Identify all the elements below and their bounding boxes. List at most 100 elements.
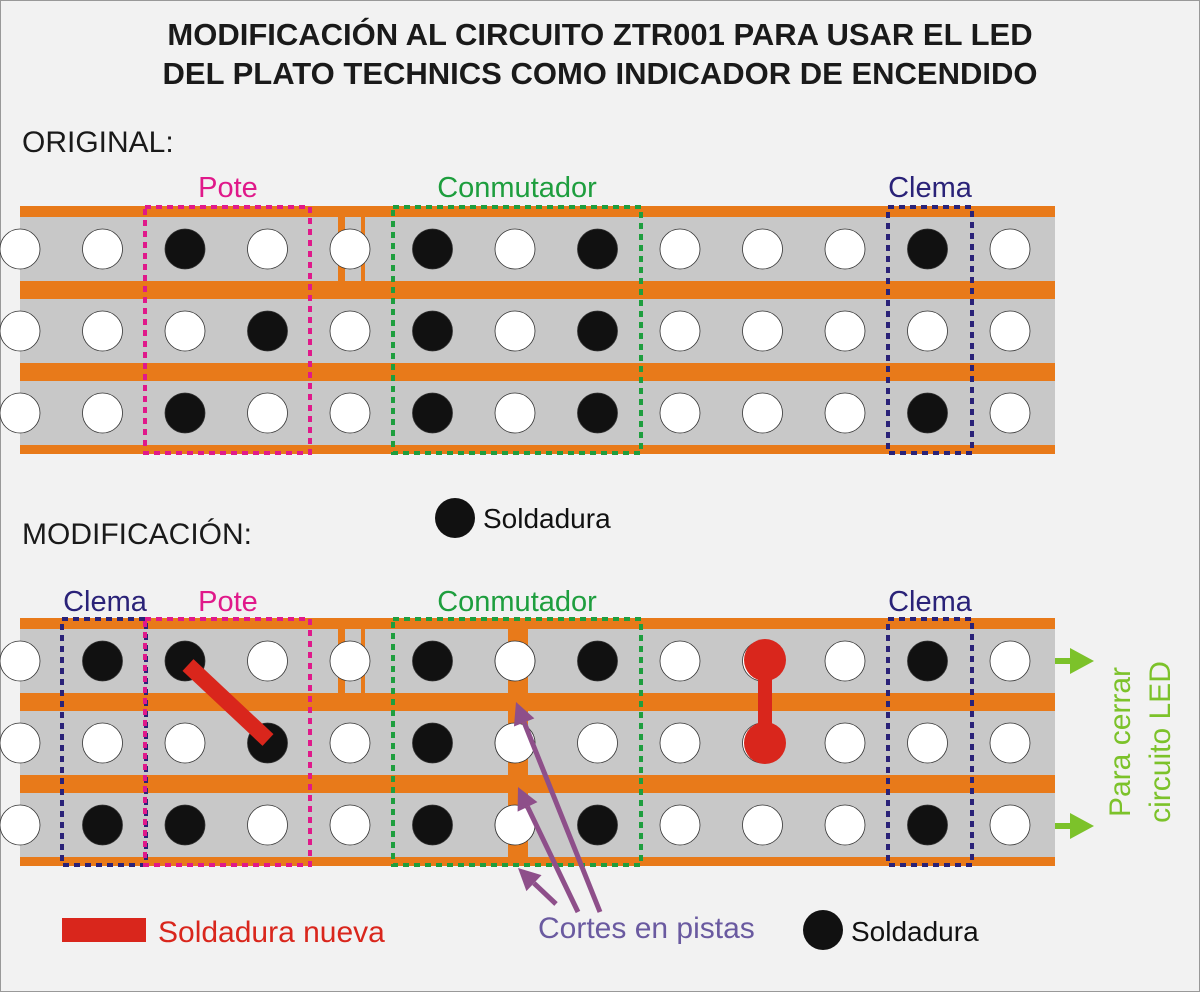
- hole: [824, 640, 866, 682]
- clema-right-label: Clema: [888, 586, 973, 618]
- hole: [824, 804, 866, 846]
- pote-box: [143, 205, 312, 455]
- arrow-top-head: [1070, 648, 1094, 674]
- hole: [82, 392, 123, 434]
- hole: [82, 310, 123, 352]
- solder-dot: [412, 722, 453, 764]
- modificacion-heading: MODIFICACIÓN:: [22, 518, 252, 551]
- hole: [329, 640, 371, 682]
- conmutador-label-mod: Conmutador: [437, 586, 597, 618]
- hole: [0, 722, 41, 764]
- side-note-line2: circuito LED: [1144, 661, 1177, 823]
- legend-cortes-label: Cortes en pistas: [538, 912, 755, 945]
- hole: [742, 310, 783, 352]
- hole: [329, 310, 371, 352]
- solder-dot: [907, 228, 948, 270]
- hole: [659, 392, 701, 434]
- clema-left-label: Clema: [63, 586, 148, 618]
- original-heading: ORIGINAL:: [22, 126, 174, 159]
- new-solder-diagonal: [182, 659, 274, 746]
- hole: [824, 722, 866, 764]
- cut-arrow-3: [532, 881, 558, 906]
- hole: [494, 228, 536, 270]
- solder-dot: [82, 640, 123, 682]
- solder-dot: [164, 392, 206, 434]
- hole: [824, 310, 866, 352]
- hole: [82, 722, 123, 764]
- pote-box-mod: [143, 617, 312, 867]
- hole: [329, 722, 371, 764]
- arrow-bottom-head: [1070, 813, 1094, 839]
- solder-dot: [412, 310, 453, 352]
- cut-arrow-1-head: [513, 702, 535, 727]
- title-line-2: DEL PLATO TECHNICS COMO INDICADOR DE ENC…: [162, 56, 1038, 91]
- legend-solder-dot-2: [803, 910, 843, 950]
- hole: [494, 392, 536, 434]
- hole: [742, 228, 783, 270]
- solder-dot: [907, 640, 948, 682]
- hole: [989, 228, 1031, 270]
- hole: [247, 392, 288, 434]
- hole: [247, 228, 288, 270]
- hole: [659, 804, 701, 846]
- hole: [247, 640, 288, 682]
- copper-track: [362, 217, 1055, 281]
- title-line-1: MODIFICACIÓN AL CIRCUITO ZTR001 PARA USA…: [167, 17, 1033, 52]
- solder-dot: [412, 228, 453, 270]
- solder-dot: [412, 392, 453, 434]
- hole: [989, 640, 1031, 682]
- side-note-line1: Para cerrar: [1104, 667, 1137, 817]
- hole: [989, 722, 1031, 764]
- solder-dot: [577, 392, 618, 434]
- cut-arrow-3-head: [518, 868, 542, 892]
- solder-dot: [412, 640, 453, 682]
- hole: [0, 392, 41, 434]
- pote-label: Pote: [198, 172, 258, 204]
- hole: [659, 640, 701, 682]
- conmutador-label: Conmutador: [437, 172, 597, 204]
- hole: [907, 722, 948, 764]
- legend-soldadura-label: Soldadura: [483, 503, 611, 534]
- hole: [824, 228, 866, 270]
- solder-dot: [247, 310, 288, 352]
- solder-dot: [412, 804, 453, 846]
- hole: [659, 228, 701, 270]
- hole: [329, 228, 371, 270]
- conmutador-box-mod: [391, 617, 643, 867]
- cut-arrow-1: [521, 721, 603, 913]
- clema-label: Clema: [888, 172, 973, 204]
- cut-arrow-2: [525, 805, 581, 914]
- hole: [164, 722, 206, 764]
- copper-track: [362, 629, 1055, 693]
- hole: [0, 804, 41, 846]
- pote-label-mod: Pote: [198, 586, 258, 618]
- hole: [989, 310, 1031, 352]
- hole: [329, 804, 371, 846]
- legend-soldadura-nueva-label: Soldadura nueva: [158, 916, 385, 949]
- solder-dot: [577, 804, 618, 846]
- solder-dot: [577, 228, 618, 270]
- solder-dot: [577, 310, 618, 352]
- hole: [494, 640, 536, 682]
- hole: [0, 228, 41, 270]
- legend-solder-dot: [435, 498, 475, 538]
- solder-dot: [164, 804, 206, 846]
- solder-dot: [82, 804, 123, 846]
- hole: [742, 804, 783, 846]
- hole: [247, 804, 288, 846]
- hole: [659, 722, 701, 764]
- hole: [824, 392, 866, 434]
- solder-dot: [577, 640, 618, 682]
- hole: [907, 310, 948, 352]
- cut-arrow-2-head: [517, 787, 538, 812]
- solder-dot: [164, 228, 206, 270]
- hole: [329, 392, 371, 434]
- hole: [577, 722, 618, 764]
- hole: [164, 310, 206, 352]
- conmutador-box: [391, 205, 643, 455]
- new-solder-pad: [744, 722, 786, 764]
- hole: [989, 392, 1031, 434]
- hole: [659, 310, 701, 352]
- legend-soldadura-label-2: Soldadura: [851, 916, 979, 947]
